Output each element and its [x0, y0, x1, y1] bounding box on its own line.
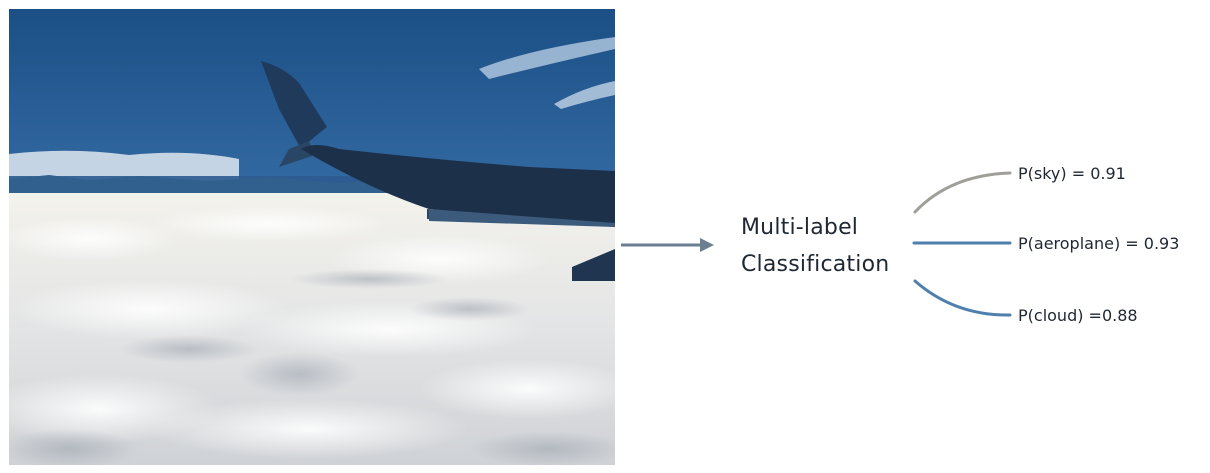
model-label-line-2: Classification: [741, 252, 890, 277]
sky-probability: P(sky) = 0.91: [1018, 164, 1126, 183]
horizon-clouds: [9, 150, 239, 184]
aeroplane-probability: P(aeroplane) = 0.93: [1018, 234, 1180, 253]
aircraft-wing: [261, 61, 615, 281]
input-arrow: [621, 238, 714, 252]
cloud-texture: [9, 206, 615, 465]
winglet: [261, 61, 327, 149]
wing-trailing-edge: [429, 209, 615, 227]
cirrus-cloud: [554, 81, 615, 109]
model-label: Multi-label Classification: [741, 209, 921, 283]
input-arrow-head: [700, 238, 714, 252]
input-photo: [9, 9, 615, 465]
cirrus-cloud: [479, 37, 615, 79]
wing-body: [301, 145, 615, 227]
sky-connector: [913, 171, 1012, 214]
model-label-line-1: Multi-label: [741, 215, 859, 240]
cloud-probability: P(cloud) =0.88: [1018, 306, 1138, 325]
cloud-connector: [913, 279, 1012, 317]
engine-nacelle: [572, 249, 615, 281]
